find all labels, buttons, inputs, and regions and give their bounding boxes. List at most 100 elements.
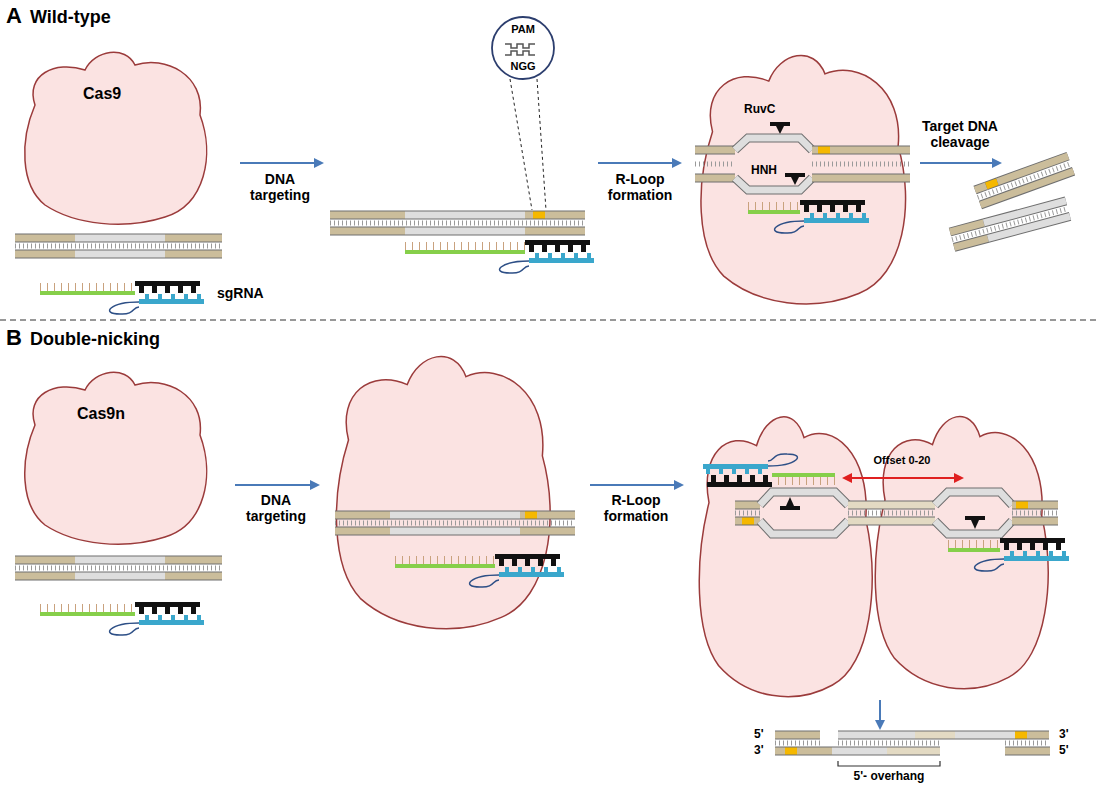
- dna-strand-edge: [818, 146, 830, 155]
- panel-title: Wild-type: [30, 7, 111, 28]
- dna-strand-edge: [165, 250, 222, 259]
- dna-strand-edge: [335, 527, 390, 536]
- dna-strand: [335, 512, 390, 519]
- sgrna-pairing: [395, 556, 495, 564]
- dna-strand: [797, 748, 832, 755]
- sgrna: [40, 602, 204, 635]
- tracr-tooth: [178, 285, 183, 293]
- tracr-tooth: [152, 606, 157, 614]
- sgrna-pairing: [40, 604, 135, 612]
- dna-strand: [887, 748, 940, 755]
- tracr-tooth: [581, 244, 586, 252]
- dna-strand: [955, 732, 1015, 739]
- annotation: DNA targeting: [231, 492, 321, 524]
- dna-strand-edge: [935, 521, 1012, 534]
- dna-strand-edge: [797, 747, 832, 756]
- dna-strand-edge: [75, 250, 165, 259]
- tracr-tooth: [191, 285, 196, 293]
- sgrna-loop: [110, 302, 139, 314]
- sgrna-pairing: [772, 477, 835, 485]
- cleaved-dna: [975, 156, 1074, 205]
- dna-strand: [735, 178, 812, 190]
- nick-marker: [965, 516, 985, 520]
- tracr-tooth: [706, 468, 710, 474]
- dna-strand: [1012, 518, 1058, 525]
- callout-leader: [510, 79, 532, 210]
- annotation: R-Loop formation: [595, 171, 685, 203]
- base-pairs: [735, 511, 760, 516]
- sgrna-guide: [772, 473, 835, 477]
- sgrna: [948, 538, 1069, 571]
- tracr-tooth: [171, 294, 175, 300]
- process-arrow: [590, 484, 682, 486]
- sgrna-loop: [470, 575, 499, 587]
- tracr-tooth: [529, 244, 534, 252]
- tracr-tooth: [750, 475, 755, 483]
- tracr-tooth: [518, 567, 522, 573]
- tracr-tooth: [711, 475, 716, 483]
- hnh-marker: [785, 173, 805, 177]
- base-pairs: [330, 221, 585, 226]
- tracr-tooth: [165, 285, 170, 293]
- dna-strand: [75, 251, 165, 258]
- dna-strand-edge: [742, 517, 754, 526]
- dna-strand-edge: [537, 511, 575, 520]
- dna-strand-edge: [520, 527, 575, 536]
- tracr-tooth: [1056, 542, 1061, 550]
- callout-ground: [491, 16, 555, 80]
- dna-strand: [775, 732, 820, 739]
- protein-blob: Cas9n: [15, 365, 215, 545]
- dna-strand-edge: [533, 211, 545, 220]
- dna-strand-edge: [545, 211, 585, 220]
- dna-strand: [15, 235, 75, 242]
- dna-strand: [935, 521, 1012, 534]
- tracr-tooth: [158, 615, 162, 621]
- tracr-tooth: [1049, 551, 1053, 557]
- tracr-tooth: [197, 294, 201, 300]
- annotation: Target DNA cleavage: [910, 118, 1010, 150]
- dna-strand-edge: [735, 178, 812, 190]
- panel-letter: B: [6, 325, 22, 350]
- dna-strand-edge: [735, 138, 812, 150]
- panel-letter: A: [6, 3, 22, 28]
- dna-strand: [165, 573, 222, 580]
- sgrna-guide: [948, 548, 1000, 552]
- annotation: 5'- overhang: [834, 770, 944, 784]
- dna-strand-edge: [330, 211, 405, 220]
- dna-strand-edge: [1012, 517, 1058, 526]
- tracr-tooth: [823, 213, 827, 219]
- dna-strand-edge: [1015, 731, 1027, 740]
- base-pairs: [775, 741, 820, 746]
- circle-outline: [492, 17, 554, 79]
- tracr-tooth: [535, 253, 539, 259]
- tracr-tooth: [574, 253, 578, 259]
- dna-strand: [165, 557, 222, 564]
- dna-strand: [15, 251, 75, 258]
- annotation: 5': [754, 728, 764, 742]
- tracr-tooth: [561, 253, 565, 259]
- dna-strand-edge: [695, 174, 735, 183]
- node-outline: [15, 365, 215, 545]
- annotation: 5': [1059, 744, 1069, 758]
- dna-strand: [15, 557, 75, 564]
- dna-strand: [695, 175, 735, 182]
- dna-strand-edge: [775, 731, 820, 740]
- tracr-tooth: [555, 244, 560, 252]
- dna-strand: [1028, 502, 1058, 509]
- sgrna-loop: [500, 261, 529, 273]
- tracr-tooth: [1010, 551, 1014, 557]
- dna-strand-edge: [525, 227, 585, 236]
- dna-strand: [818, 147, 830, 154]
- dna-strand: [520, 512, 525, 519]
- sgrna-loop: [768, 454, 797, 466]
- tracr-tooth: [139, 606, 144, 614]
- tracr-tooth: [724, 475, 729, 483]
- tracr-tooth: [499, 558, 504, 566]
- dna-strand: [525, 512, 537, 519]
- dna-strand: [812, 147, 818, 154]
- pam-symbol: [505, 51, 535, 55]
- dna-strand-edge: [950, 223, 984, 232]
- dna-strand-edge: [1012, 501, 1016, 510]
- node-label: PAM: [511, 23, 535, 36]
- node-label: Cas9n: [77, 405, 125, 423]
